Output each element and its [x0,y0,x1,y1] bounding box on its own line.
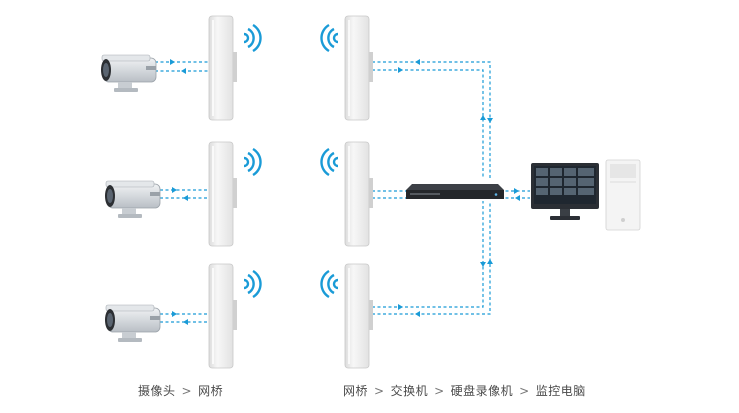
wifi-signal-icon [320,147,340,177]
pc-tower-icon [605,159,641,231]
caption-bridge: 网桥 [198,384,224,398]
monitor-icon [531,163,599,220]
link-bridge-bot [372,201,484,308]
bridge-icon [208,263,238,369]
camera-icon [104,180,161,219]
camera-icon [100,54,157,93]
wifi-signal-icon [242,269,262,299]
caption-separator: > [181,384,193,398]
caption-separator: > [374,384,385,398]
bridge-icon [208,15,238,121]
bridge-icon [344,15,374,121]
caption-monitor: 监控电脑 [535,384,586,398]
wifi-signal-icon [242,23,262,53]
wifi-signal-icon [242,147,262,177]
caption-separator: > [434,384,445,398]
bridge-icon [208,141,238,247]
wifi-signal-icon [320,269,340,299]
nvr-icon [406,184,504,199]
link-bridge-bot-b [372,201,491,315]
caption-switch: 交换机 [390,384,429,398]
caption-separator: > [519,384,530,398]
wifi-signal-icon [320,23,340,53]
link-bridge-top-b [372,61,491,178]
link-arrows [170,59,520,325]
caption-nvr: 硬盘录像机 [450,384,514,398]
link-lines [155,61,530,323]
caption-camera: 摄像头 [138,384,176,398]
bridge-icon [344,263,374,369]
caption-bridge-to-monitor: 网桥 > 交换机 > 硬盘录像机 > 监控电脑 [343,382,586,399]
caption-camera-to-bridge: 摄像头 > 网桥 [138,382,223,399]
caption-bridge: 网桥 [343,384,369,398]
camera-icon [104,304,161,343]
link-bridge-top [372,69,484,178]
bridge-icon [344,141,374,247]
